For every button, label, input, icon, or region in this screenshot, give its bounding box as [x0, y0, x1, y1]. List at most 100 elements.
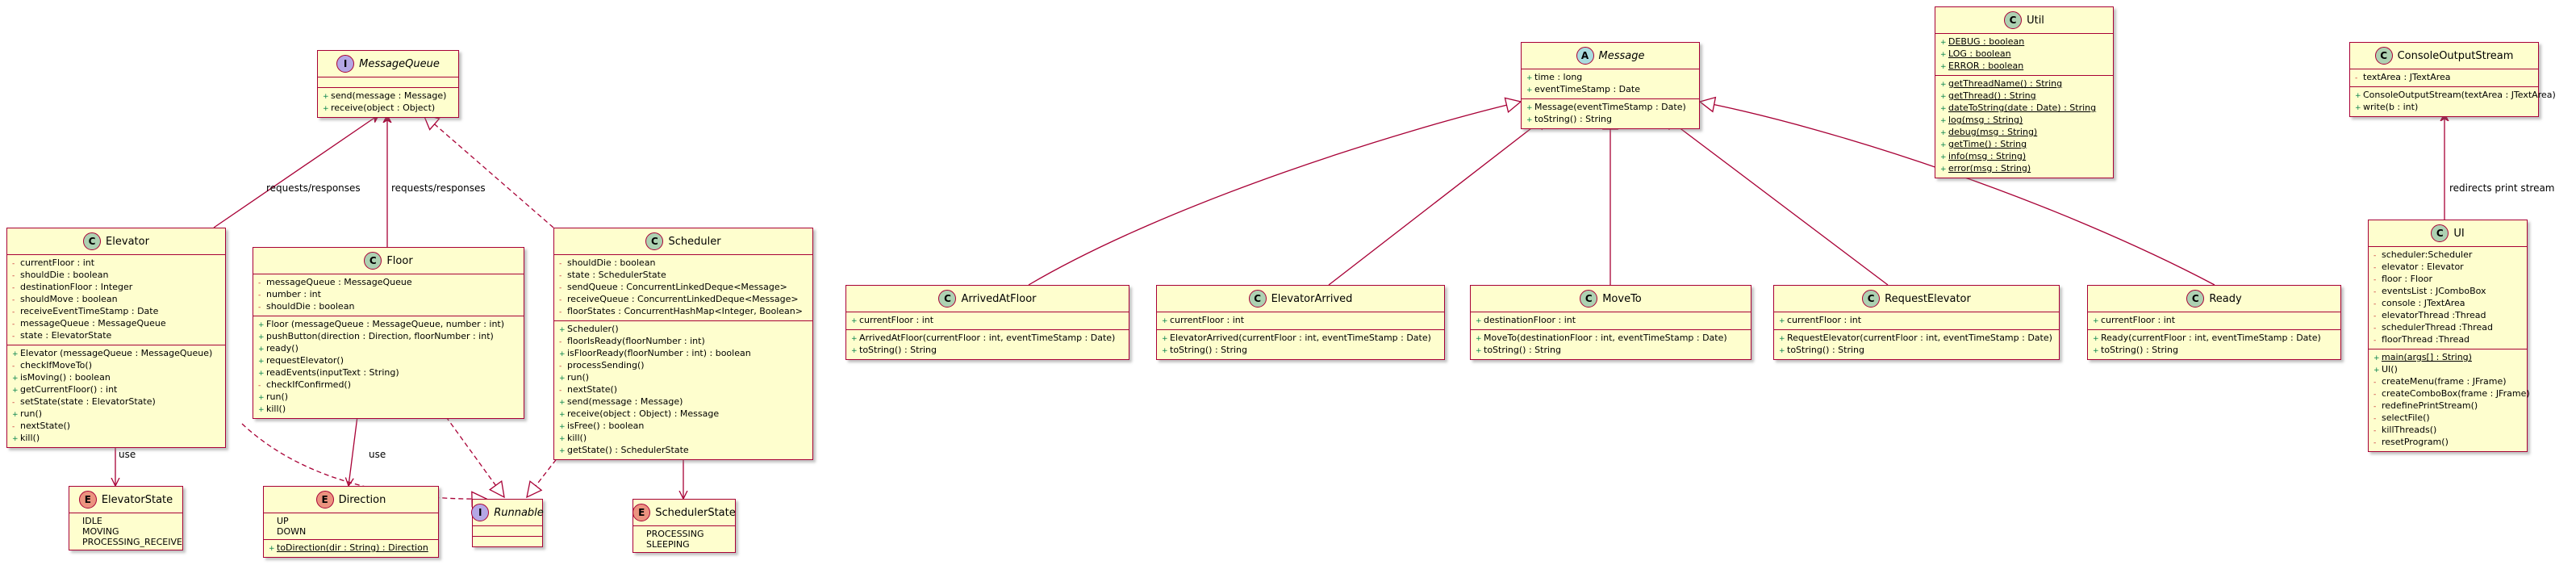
visibility-marker: + [1940, 105, 1947, 113]
method-text: Ready(currentFloor : int, eventTimeStamp… [2101, 333, 2321, 343]
visibility-marker: - [12, 423, 15, 431]
method-text: kill() [567, 433, 587, 443]
scheduler-methods-row: +run() [559, 372, 808, 384]
class-stereotype-icon: C [364, 252, 382, 270]
request-elevator-methods-row: +toString() : String [1779, 345, 2054, 357]
scheduler-state-fields-row: PROCESSING [638, 529, 730, 539]
floor-methods-row: +readEvents(inputText : String) [258, 367, 519, 379]
method-text: resetProgram() [2382, 437, 2449, 447]
scheduler-methods-row: +kill() [559, 433, 808, 445]
util-fields-row: +LOG : boolean [1940, 48, 2108, 61]
visibility-marker: - [559, 284, 562, 292]
visibility-marker: + [269, 545, 275, 553]
class-stereotype-icon: C [2004, 11, 2023, 29]
method-text: dateToString(date : Date) : String [1948, 103, 2097, 113]
method-text: Scheduler() [567, 324, 619, 334]
visibility-marker: + [258, 358, 265, 366]
method-text: getThread() : String [1948, 90, 2036, 101]
visibility-marker: - [2374, 427, 2377, 435]
visibility-marker: + [1940, 129, 1947, 137]
visibility-marker: + [851, 317, 858, 325]
method-text: receive(object : Object) [331, 103, 436, 113]
visibility-marker: - [12, 333, 15, 341]
class-name: MoveTo [1602, 292, 1642, 305]
method-text: checkIfMoveTo() [20, 360, 92, 370]
visibility-marker: + [1940, 81, 1947, 89]
visibility-marker: + [1526, 104, 1533, 112]
visibility-marker: + [851, 335, 858, 343]
visibility-marker: - [2374, 324, 2377, 333]
class-name: Elevator [106, 235, 149, 248]
method-text: createComboBox(frame : JFrame) [2382, 388, 2530, 399]
direction-fields-row: DOWN [269, 526, 433, 537]
request-elevator-fields-row: +currentFloor : int [1779, 315, 2054, 327]
visibility-marker: - [559, 362, 562, 370]
visibility-marker: - [12, 308, 15, 316]
ready-methods-row: +toString() : String [2093, 345, 2336, 357]
elevator-fields-row: -shouldDie : boolean [12, 270, 220, 282]
method-text: log(msg : String) [1948, 115, 2023, 125]
visibility-marker: + [1476, 335, 1482, 343]
scheduler-state-fields-row: SLEEPING [638, 539, 730, 550]
method-text: debug(msg : String) [1948, 127, 2038, 137]
floor-methods-row: +pushButton(direction : Direction, floor… [258, 331, 519, 343]
arrived-at-floor-methods-row: +toString() : String [851, 345, 1124, 357]
elevator-arrived-methods-row: +ElevatorArrived(currentFloor : int, eve… [1162, 333, 1439, 345]
class-stereotype-icon: C [2186, 290, 2205, 308]
method-text: nextState() [20, 421, 71, 431]
util-fields-row: +ERROR : boolean [1940, 61, 2108, 73]
floor-fields-row: -messageQueue : MessageQueue [258, 277, 519, 289]
visibility-marker: - [2374, 300, 2377, 308]
console-output-stream-fields-row: -textArea : JTextArea [2355, 72, 2533, 84]
field-text: DEBUG : boolean [1948, 36, 2025, 47]
method-text: receive(object : Object) : Message [567, 408, 720, 419]
edge-floor-runnable [436, 403, 504, 497]
visibility-marker: + [2093, 317, 2099, 325]
field-text: floor : Floor [2382, 274, 2432, 284]
visibility-marker: - [2374, 337, 2377, 345]
method-text: redefinePrintStream() [2382, 400, 2478, 411]
field-text: messageQueue : MessageQueue [20, 318, 166, 329]
fields-section: +currentFloor : int [1157, 312, 1444, 329]
visibility-marker: + [559, 350, 566, 358]
method-text: isMoving() : boolean [20, 372, 111, 383]
method-text: send(message : Message) [331, 90, 447, 101]
visibility-marker: + [559, 399, 566, 407]
message-fields-row: +time : long [1526, 72, 1694, 84]
field-text: console : JTextArea [2382, 298, 2465, 308]
floor-methods-row: +requestElevator() [258, 355, 519, 367]
method-text: selectFile() [2382, 412, 2430, 423]
visibility-marker: + [258, 394, 265, 402]
method-text: isFree() : boolean [567, 421, 645, 431]
ui-fields-row: -scheduler:Scheduler [2374, 249, 2522, 262]
visibility-marker: + [1940, 39, 1947, 47]
visibility-marker: + [1526, 74, 1533, 82]
ready-methods-row: +Ready(currentFloor : int, eventTimeStam… [2093, 333, 2336, 345]
method-text: pushButton(direction : Direction, floorN… [266, 331, 494, 341]
method-text: setState(state : ElevatorState) [20, 396, 156, 407]
field-text: ERROR : boolean [1948, 61, 2024, 71]
elevator-methods-row: -setState(state : ElevatorState) [12, 396, 220, 408]
methods-section: +Ready(currentFloor : int, eventTimeStam… [2088, 329, 2340, 359]
class-name: MessageQueue [359, 57, 440, 70]
fields-section: -currentFloor : int-shouldDie : boolean-… [7, 255, 225, 345]
method-text: Message(eventTimeStamp : Date) [1534, 102, 1686, 112]
elevator-methods-row: +isMoving() : boolean [12, 372, 220, 384]
visibility-marker: - [2374, 379, 2377, 387]
field-text: LOG : boolean [1948, 48, 2011, 59]
class-name: Util [2027, 14, 2044, 27]
visibility-marker: + [1476, 317, 1482, 325]
visibility-marker: + [1526, 116, 1533, 124]
visibility-marker: + [2355, 104, 2361, 112]
